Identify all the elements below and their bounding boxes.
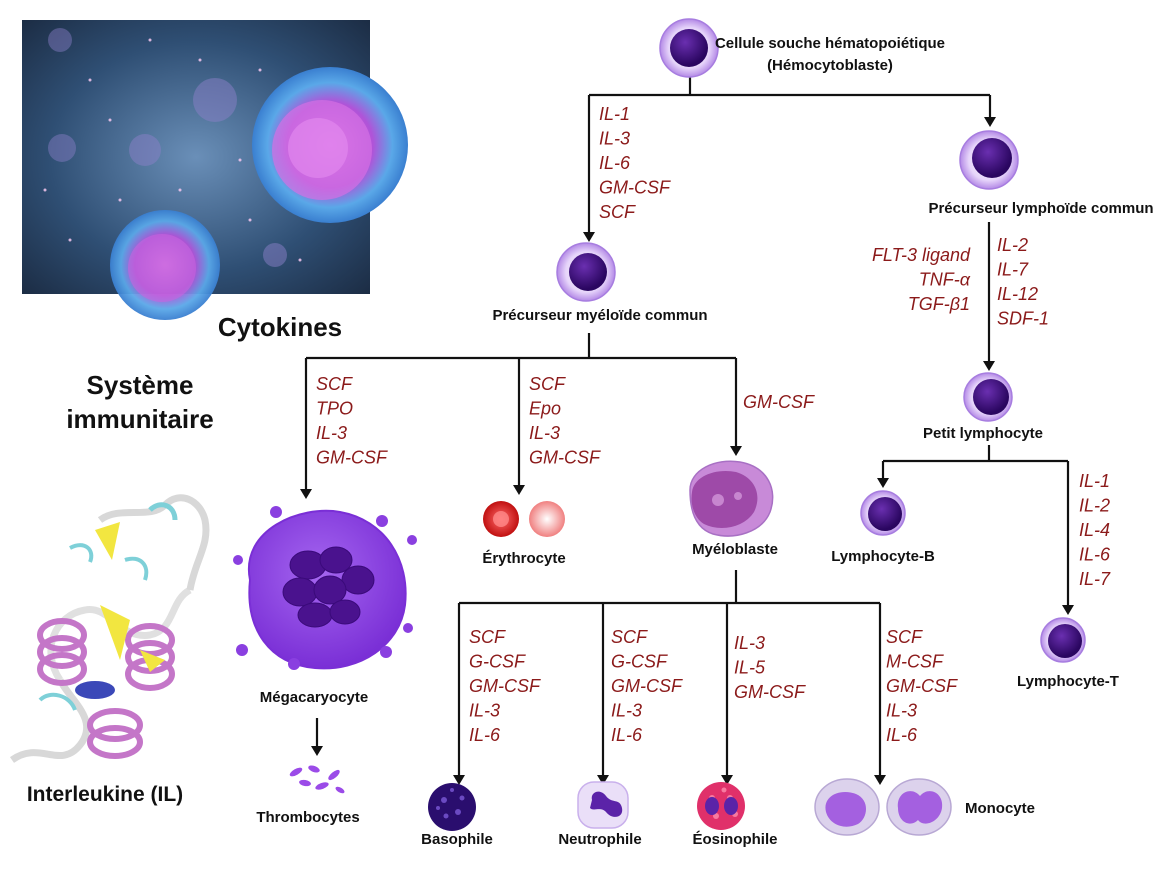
lymphocyte-b-icon [860, 490, 906, 536]
cytokine-label: IL-3 [316, 423, 347, 443]
cytokine-label: IL-3 [469, 701, 500, 721]
interleukin-caption: Interleukine (IL) [27, 783, 183, 806]
cytokine-label: GM-CSF [529, 448, 601, 468]
megakaryocyte-icon [233, 506, 417, 670]
small-lymphocyte-icon [963, 372, 1013, 422]
cytokine-label: IL-3 [886, 701, 917, 721]
cytokine-label: G-CSF [611, 652, 668, 672]
cytokine-label: IL-6 [611, 725, 643, 745]
stem-cell-icon [659, 18, 719, 78]
eosinophil-label: Éosinophile [692, 831, 777, 848]
monocyte-icon [814, 778, 952, 836]
cytokine-label: IL-4 [1079, 520, 1110, 540]
cytokine-label: GM-CSF [734, 682, 806, 702]
cytokine-label: IL-1 [599, 104, 630, 124]
cytokines-to-megakaryocyte: SCF TPO IL-3GM-CSF [316, 374, 388, 468]
cytokine-label: IL-7 [997, 260, 1029, 280]
cytokine-label: SCF [529, 374, 566, 394]
cytokine-label: IL-3 [599, 129, 630, 149]
connector-lines [304, 75, 1070, 776]
immune-system-title-line2: immunitaire [66, 404, 213, 434]
cytokine-label: IL-1 [1079, 471, 1110, 491]
cytokine-label: IL-2 [1079, 496, 1110, 516]
cytokine-label: TNF-α [919, 270, 971, 290]
basophil-icon [428, 783, 476, 831]
lymphocyte-t-label: Lymphocyte-T [1017, 673, 1119, 690]
lymphoid-precursor-label: Précurseur lymphoïde commun [928, 200, 1153, 217]
cytokine-label: SCF [469, 627, 506, 647]
arrowheads [300, 117, 1074, 785]
myeloid-precursor-icon [556, 242, 616, 302]
cytokine-label: SDF-1 [997, 309, 1049, 329]
cytokine-label: M-CSF [886, 652, 944, 672]
stem-cell-label-line2: (Hémocytoblaste) [767, 57, 893, 74]
cytokine-label: GM-CSF [886, 676, 958, 696]
cytokine-label: GM-CSF [611, 676, 683, 696]
cytokine-label: IL-3 [611, 701, 642, 721]
cytokine-label: IL-6 [469, 725, 501, 745]
cytokine-label: IL-3 [734, 633, 765, 653]
stem-cell-label-line1: Cellule souche hématopoiétique [715, 35, 945, 52]
myeloblast-label: Myéloblaste [692, 541, 778, 558]
myeloblast-icon [689, 460, 774, 537]
immune-system-title-line1: Système [87, 370, 194, 400]
cytokine-label: Epo [529, 399, 561, 419]
cytokines-title: Cytokines [218, 312, 342, 342]
eosinophil-icon [697, 782, 745, 830]
erythrocyte-label: Érythrocyte [482, 550, 565, 567]
cytokine-label: IL-6 [1079, 545, 1111, 565]
cytokine-label: GM-CSF [316, 448, 388, 468]
cytokine-label: GM-CSF [469, 676, 541, 696]
lymphoid-precursor-icon [959, 130, 1019, 190]
erythrocyte-icon [483, 501, 565, 537]
cytokines-to-basophil: SCF G-CSF GM-CSF IL-3IL-6 [469, 627, 541, 745]
cytokines-to-neutrophil: SCF G-CSF GM-CSF IL-3IL-6 [611, 627, 683, 745]
cytokine-label: IL-12 [997, 284, 1038, 304]
cytokine-label: SCF [611, 627, 648, 647]
cytokines-to-monocyte: SCF M-CSF GM-CSF IL-3IL-6 [886, 627, 958, 745]
cytokines-stem-to-myeloid: IL-1IL-3IL-6GM-CSF SCF [599, 104, 671, 222]
interleukin-protein-image [9, 494, 210, 763]
basophil-label: Basophile [421, 831, 493, 848]
cytokine-label: GM-CSF [599, 178, 671, 198]
lymphocyte-b-label: Lymphocyte-B [831, 548, 935, 565]
cytokines-to-myeloblast: GM-CSF [743, 392, 815, 412]
cytokine-label: GM-CSF [743, 392, 815, 412]
thrombocytes-icon [289, 765, 345, 794]
cytokines-to-eosinophil: IL-3IL-5GM-CSF [734, 633, 806, 702]
lymphocyte-t-icon [1040, 617, 1086, 663]
megakaryocyte-label: Mégacaryocyte [260, 689, 368, 706]
neutrophil-label: Neutrophile [558, 831, 641, 848]
cytokines-to-lymphocyte-t: IL-1IL-2IL-4IL-6IL-7 [1079, 471, 1111, 589]
cytokine-label: TGF-β1 [908, 294, 970, 314]
myeloid-precursor-label: Précurseur myéloïde commun [492, 307, 707, 324]
cytokine-label: IL-6 [886, 725, 918, 745]
cytokine-label: SCF [886, 627, 923, 647]
thrombocytes-label: Thrombocytes [256, 809, 359, 826]
monocyte-label: Monocyte [965, 800, 1035, 817]
neutrophil-icon [577, 781, 629, 829]
cytokine-label: SCF [316, 374, 353, 394]
cytokine-label: G-CSF [469, 652, 526, 672]
cytokine-label: SCF [599, 202, 636, 222]
small-lymphocyte-label: Petit lymphocyte [923, 425, 1043, 442]
cytokine-label: IL-3 [529, 423, 560, 443]
cytokine-label: IL-5 [734, 658, 766, 678]
cytokine-label: FLT-3 ligand [872, 245, 971, 265]
cytokine-label: IL-6 [599, 153, 631, 173]
cytokine-label: IL-2 [997, 235, 1028, 255]
cytokine-label: TPO [316, 399, 353, 419]
cytokine-label: IL-7 [1079, 569, 1111, 589]
cytokine-cell-image [22, 20, 408, 320]
